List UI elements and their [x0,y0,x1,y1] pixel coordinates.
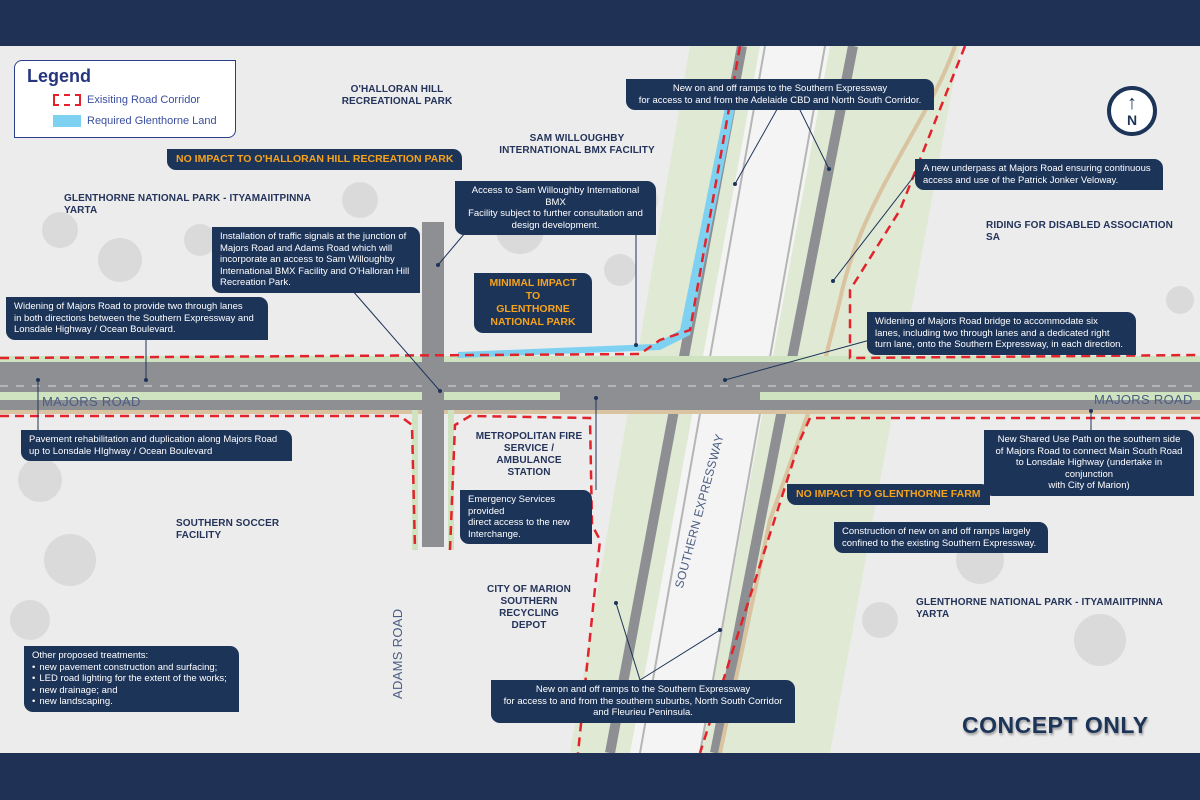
label-southern-soccer-facility: SOUTHERN SOCCER FACILITY [176,518,280,541]
road-label-adams: ADAMS ROAD [390,608,405,699]
concept-only-watermark: CONCEPT ONLY [962,712,1149,738]
label-metropolitan-fire-service: METROPOLITAN FIRE SERVICE / AMBULANCE ST… [475,431,583,478]
list-item: new landscaping. [32,696,231,708]
road-label-majors-west: MAJORS ROAD [42,394,141,409]
callout-bridge-widening: Widening of Majors Road bridge to accomm… [867,312,1136,355]
callout-veloway-underpass: A new underpass at Majors Road ensuring … [915,159,1163,190]
callout-traffic-signals: Installation of traffic signals at the j… [212,227,420,293]
label-southern-recycling-depot: CITY OF MARION SOUTHERN RECYCLING DEPOT [487,584,571,631]
badge-no-impact-ohalloran: NO IMPACT TO O'HALLORAN HILL RECREATION … [167,149,463,170]
label-sam-willoughby-bmx: SAM WILLOUGHBY INTERNATIONAL BMX FACILIT… [499,133,655,156]
north-arrow-compass: ↑ N [1107,86,1157,136]
concept-map: Legend Exisiting Road Corridor Required … [0,46,1200,753]
callout-shared-use-path: New Shared Use Path on the southern side… [984,430,1194,496]
callout-emergency-services: Emergency Services provided direct acces… [460,490,592,544]
callout-south-ramps: New on and off ramps to the Southern Exp… [491,680,795,723]
light-blue-fill-icon [53,115,81,127]
label-glenthorne-np-northwest: GLENTHORNE NATIONAL PARK - ITYAMAIITPINN… [64,193,311,216]
legend-item-glenthorne-land: Required Glenthorne Land [53,115,217,127]
legend-item-label: Required Glenthorne Land [87,115,217,127]
badge-minimal-impact-glenthorne-np: MINIMAL IMPACT TO GLENTHORNE NATIONAL PA… [474,273,592,333]
callout-pavement-rehabilitation: Pavement rehabilitation and duplication … [21,430,292,461]
list-item: new drainage; and [32,685,231,697]
north-arrow-icon: ↑ [1127,92,1137,114]
road-label-majors-east: MAJORS ROAD [1094,392,1193,407]
red-dashed-rectangle-icon [53,94,81,106]
legend-panel: Legend Exisiting Road Corridor Required … [14,60,236,138]
bottom-banner [0,753,1200,800]
legend-item-label: Exisiting Road Corridor [87,94,201,106]
other-treatments-list: new pavement construction and surfacing;… [32,662,231,708]
badge-no-impact-glenthorne-farm: NO IMPACT TO GLENTHORNE FARM [787,484,990,505]
callout-north-ramps: New on and off ramps to the Southern Exp… [626,79,934,110]
callout-other-treatments: Other proposed treatments: new pavement … [24,646,239,712]
legend-item-road-corridor: Exisiting Road Corridor [53,94,200,106]
callout-bmx-access: Access to Sam Willoughby International B… [455,181,656,235]
label-glenthorne-np-southeast: GLENTHORNE NATIONAL PARK - ITYAMAIITPINN… [916,597,1163,620]
label-ohalloran-hill-park: O'HALLORAN HILL RECREATIONAL PARK [341,84,453,107]
list-item: LED road lighting for the extent of the … [32,673,231,685]
legend-title: Legend [27,66,92,86]
callout-confined-ramps: Construction of new on and off ramps lar… [834,522,1048,553]
callout-widening-majors-road: Widening of Majors Road to provide two t… [6,297,268,340]
label-riding-for-disabled: RIDING FOR DISABLED ASSOCIATION SA [986,220,1173,243]
north-letter: N [1126,112,1138,128]
tree-texture [10,182,1194,666]
list-item: new pavement construction and surfacing; [32,662,231,674]
other-treatments-heading: Other proposed treatments: [32,650,149,661]
top-banner [0,0,1200,46]
